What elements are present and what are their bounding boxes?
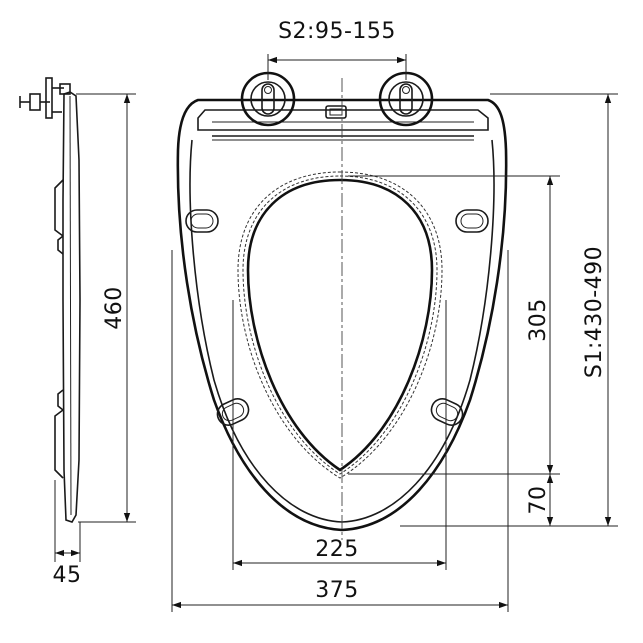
hinge-bar — [197, 105, 489, 141]
centre-tab — [325, 105, 347, 119]
buffer-top-right — [455, 209, 489, 233]
dim-s1-label: S1:430-490 — [582, 246, 607, 378]
buffer-top-left — [185, 209, 219, 233]
buffer-bottom-left — [216, 398, 250, 426]
dim-s2-label: S2:95-155 — [278, 19, 396, 44]
dim-460-label: 460 — [102, 286, 127, 330]
side-profile — [54, 91, 81, 523]
side-hinge — [19, 77, 71, 119]
hinge-knob-left — [240, 71, 296, 127]
front-dimensions: S2:95-155 305 70 S1:430-490 225 375 — [171, 19, 618, 612]
seat-opening-outline — [246, 178, 434, 472]
dim-375-label: 375 — [315, 578, 359, 603]
dim-225-label: 225 — [315, 537, 359, 562]
dim-305-label: 305 — [526, 298, 551, 342]
buffer-bottom-right — [430, 398, 464, 426]
dim-45-label: 45 — [53, 563, 82, 588]
seat-outer-outline — [176, 98, 508, 532]
dim-70-label: 70 — [526, 486, 551, 515]
front-view — [176, 71, 508, 540]
side-view: 460 45 — [19, 77, 136, 588]
